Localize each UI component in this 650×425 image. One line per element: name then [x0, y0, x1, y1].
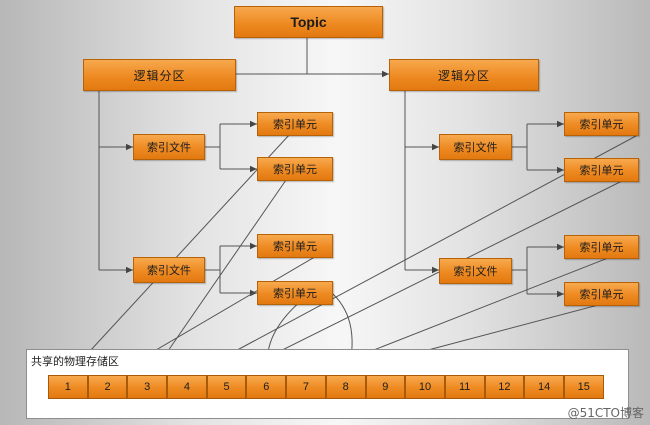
storage-cell: 8 [325, 375, 366, 399]
map-line-to-cell-4 [186, 135, 637, 378]
index-unit-left-2a: 索引单元 [257, 234, 333, 258]
storage-cell: 12 [484, 375, 525, 399]
map-line-to-cell-3 [149, 179, 287, 378]
index-unit-right-2b: 索引单元 [564, 282, 639, 306]
right-file2-split [512, 246, 563, 295]
storage-cell: 7 [286, 375, 326, 399]
logical-partition-right: 逻辑分区 [389, 59, 539, 91]
map-line-to-cell-1 [65, 133, 291, 378]
index-unit-right-1a: 索引单元 [564, 112, 639, 136]
index-unit-right-1b: 索引单元 [564, 158, 639, 182]
storage-cell: 14 [524, 375, 564, 399]
storage-cell: 5 [206, 375, 247, 399]
index-file-right-1: 索引文件 [439, 134, 512, 160]
shared-physical-storage: 共享的物理存储区 1 2 3 4 5 6 7 8 9 10 11 12 14 1… [26, 349, 629, 419]
index-unit-right-2a: 索引单元 [564, 235, 639, 259]
left-file1-split [205, 123, 256, 170]
storage-title: 共享的物理存储区 [31, 355, 119, 368]
index-file-right-2: 索引文件 [439, 258, 512, 284]
storage-cell: 9 [365, 375, 406, 399]
storage-cell: 3 [127, 375, 168, 399]
storage-cell: 11 [444, 375, 485, 399]
index-file-left-2: 索引文件 [133, 257, 205, 283]
storage-cell: 15 [563, 375, 604, 399]
storage-cells: 1 2 3 4 5 6 7 8 9 10 11 12 14 15 [48, 375, 604, 399]
index-unit-left-1a: 索引单元 [257, 112, 333, 136]
storage-cell: 6 [246, 375, 287, 399]
index-unit-left-1b: 索引单元 [257, 157, 333, 181]
storage-cell: 10 [405, 375, 445, 399]
storage-cell: 1 [48, 375, 88, 399]
storage-cell: 4 [167, 375, 207, 399]
watermark: @51CTO博客 [567, 406, 644, 420]
right-file1-split [512, 123, 563, 171]
storage-cell: 2 [87, 375, 128, 399]
map-line-to-cell-5 [227, 179, 625, 378]
index-unit-left-2b: 索引单元 [257, 281, 333, 305]
left-file2-split [205, 245, 256, 294]
logical-partition-left: 逻辑分区 [83, 59, 236, 91]
index-file-left-1: 索引文件 [133, 134, 205, 160]
topic-box: Topic [234, 6, 383, 38]
